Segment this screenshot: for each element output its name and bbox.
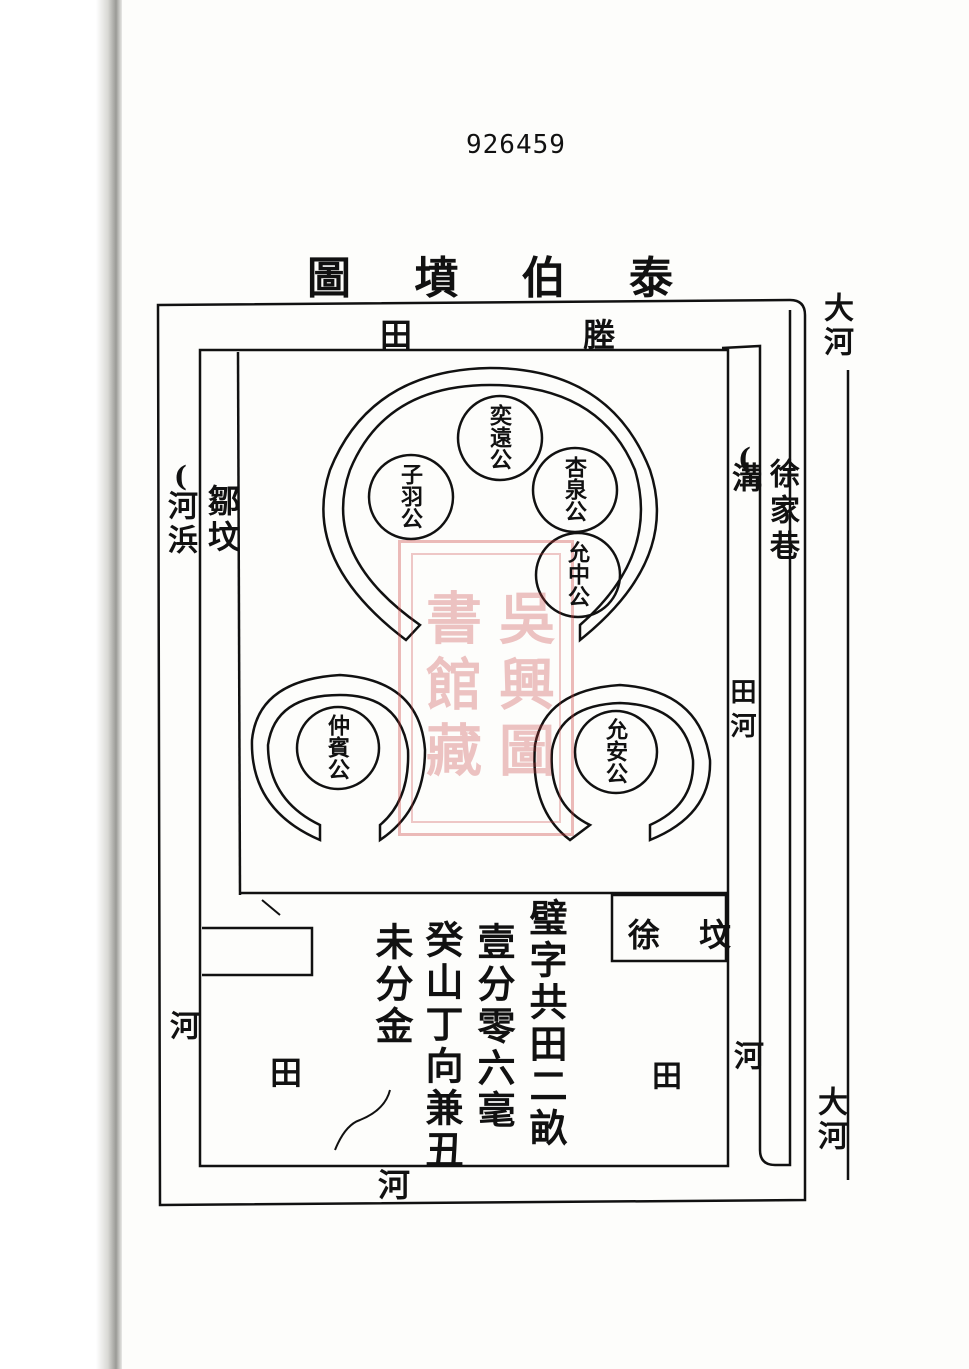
- river-right-label: 河: [728, 1040, 763, 1074]
- ink-mark: [261, 899, 281, 916]
- grave-enclosure-right: [533, 683, 712, 842]
- land-note: 癸山丁向兼丑: [419, 920, 464, 1172]
- right-ditch: [721, 310, 792, 1167]
- river-bottom-label: 河: [373, 1168, 411, 1204]
- field-right-label: 田: [646, 1060, 681, 1094]
- river-bank-label: 河浜: [162, 490, 197, 558]
- inner-boundary: [198, 348, 730, 1168]
- big-river-bottom-label: 大河: [812, 1086, 847, 1154]
- grave-enclosure-left: [250, 673, 427, 843]
- library-seal: 吳興圖 書館藏: [398, 540, 574, 836]
- field-river-label: 田河: [726, 678, 756, 746]
- ink-mark: [334, 1089, 391, 1151]
- field-left-label: 田: [265, 1056, 303, 1092]
- land-note: 璧字共田二畝: [523, 898, 568, 1150]
- outer-boundary: [156, 298, 807, 1207]
- seal-text: 吳興圖: [489, 589, 556, 787]
- xu-fen-box: [610, 893, 728, 963]
- top-field-ridge-label: 田 塍: [380, 316, 696, 354]
- xu-alley-label: 徐家巷: [764, 458, 799, 566]
- small-plot: [202, 926, 314, 977]
- grave-label: 允安公: [602, 718, 628, 784]
- left-river-line: [236, 351, 242, 896]
- paren-mark: (: [728, 442, 761, 479]
- grave-label: 仲賓公: [324, 714, 350, 780]
- title-char: 圖: [307, 253, 351, 304]
- grave-circle: [295, 705, 381, 791]
- grave-circle: [534, 531, 622, 619]
- grave-label: 子羽公: [397, 463, 423, 529]
- grave-label: 允中公: [564, 541, 590, 607]
- zou-fen-label: 鄒坟: [203, 484, 241, 556]
- grave-enclosure-large: [322, 366, 659, 643]
- grave-circle: [573, 709, 659, 795]
- title-char: 伯: [521, 253, 566, 304]
- ditch-label: 溝: [726, 462, 761, 496]
- paren-mark: (: [164, 460, 197, 497]
- title-char: 墳: [414, 253, 459, 304]
- page-number: 926459: [466, 130, 566, 160]
- grave-circle: [367, 453, 455, 541]
- seal-text: 書館藏: [416, 589, 483, 787]
- grave-label: 杏泉公: [561, 456, 587, 522]
- land-note: 壹分零六毫: [471, 922, 516, 1132]
- grave-label: 奕遠公: [486, 404, 512, 470]
- river-left-label: 河: [164, 1010, 199, 1044]
- big-river-top-label: 大河: [818, 292, 853, 360]
- title-char: 泰: [628, 253, 673, 304]
- xu-fen-label: 徐 坟: [628, 916, 746, 954]
- book-spine-edge: [0, 0, 122, 1369]
- grave-circle: [456, 394, 544, 482]
- map-title: 圖 墳 伯 泰: [300, 242, 680, 306]
- land-note: 未分金: [369, 922, 414, 1048]
